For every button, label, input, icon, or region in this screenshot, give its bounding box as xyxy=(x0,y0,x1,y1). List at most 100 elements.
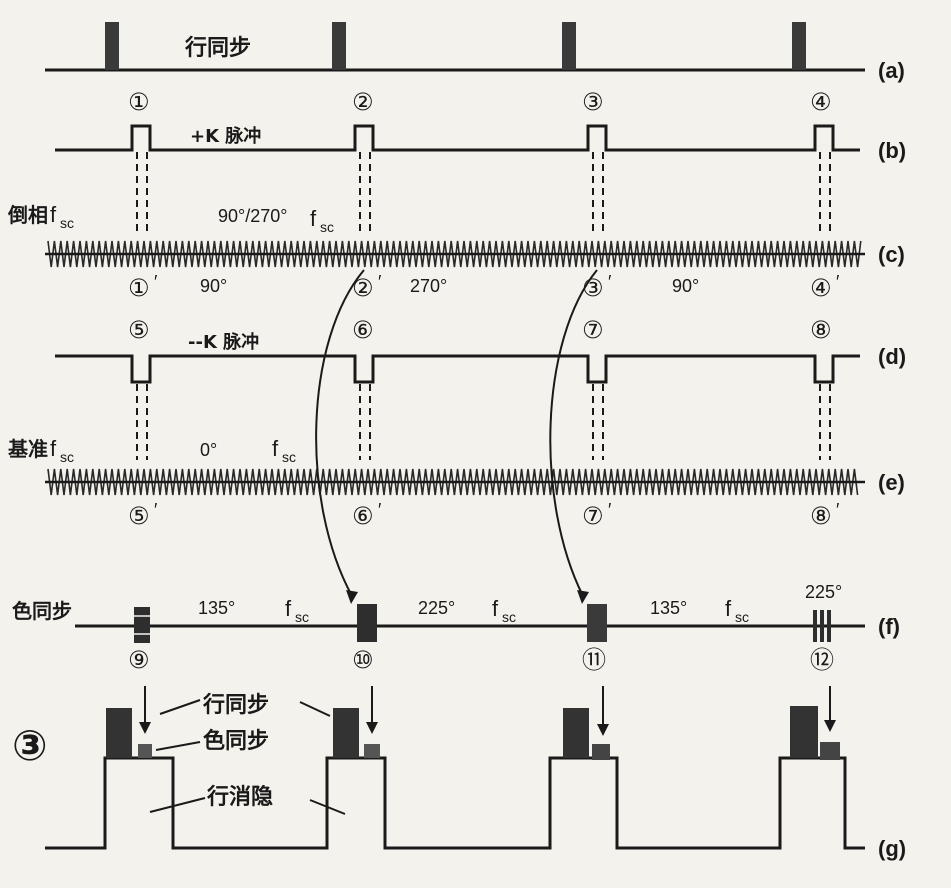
marker-c-1: ① xyxy=(128,274,150,302)
arrowhead-10 xyxy=(346,590,358,604)
marker-e-5: ⑤ xyxy=(128,502,150,530)
g-hsync-4 xyxy=(790,706,818,758)
callout-line-hsync-right xyxy=(299,701,331,717)
row-f-left-label: 色同步 xyxy=(12,599,72,623)
hsync-pulse-3 xyxy=(562,22,576,70)
row-c: 倒相 f sc 90°/270° f sc (c) ① ′ ② ′ ③ ′ ④ … xyxy=(7,202,905,302)
marker-f-10: ⑩ xyxy=(352,646,374,674)
waveform-d xyxy=(55,354,860,384)
arrow-2-to-10 xyxy=(315,269,365,597)
marker-d-5: ⑤ xyxy=(128,316,150,344)
phase-f-1-deg: 135° xyxy=(198,598,235,618)
marker-b-1: ① xyxy=(128,88,150,116)
row-d-tag: (d) xyxy=(878,344,906,369)
phase-f-3-deg: 135° xyxy=(650,598,687,618)
row-e-left-fsc-sub: sc xyxy=(60,449,74,465)
marker-e-7: ⑦ xyxy=(582,502,604,530)
blanking-waveform xyxy=(45,756,865,850)
callout-blank: 行消隐 xyxy=(206,784,273,810)
marker-c-2-prime: ′ xyxy=(378,272,382,292)
row-a: 行同步 (a) xyxy=(45,22,905,83)
burst-10 xyxy=(357,604,377,642)
row-c-top-f: f xyxy=(310,206,317,231)
burst-11 xyxy=(587,604,607,642)
row-e-left-label: 基准 xyxy=(8,437,48,461)
marker-f-11: ⑪ xyxy=(582,646,606,674)
burst-12 xyxy=(813,610,831,642)
hsync-pulse-4 xyxy=(792,22,806,70)
row-a-label: 行同步 xyxy=(184,35,251,61)
phase-f-1-sub: sc xyxy=(295,609,309,625)
g-hsync-1 xyxy=(106,708,132,758)
marker-d-8: ⑧ xyxy=(810,316,832,344)
row-c-top-deg: 90°/270° xyxy=(218,206,287,226)
callout-line-blank-left xyxy=(149,797,206,813)
phase-f-3-sub: sc xyxy=(735,609,749,625)
phase-f-1-f: f xyxy=(285,596,292,621)
callout-line-blank-right xyxy=(309,799,346,815)
marker-d-7: ⑦ xyxy=(582,316,604,344)
phase-f-3-f: f xyxy=(725,596,732,621)
marker-c-2: ② xyxy=(352,274,374,302)
callout-burst: 色同步 xyxy=(203,728,269,754)
row-c-tag: (c) xyxy=(878,242,905,267)
subcarrier-path xyxy=(47,240,862,268)
row-f-tag: (f) xyxy=(878,614,900,639)
g-burst-3 xyxy=(592,744,610,760)
row-c-left-fsc-sub: sc xyxy=(60,215,74,231)
row-c-left-fsc: f xyxy=(50,202,57,227)
arrowhead-11 xyxy=(577,590,589,604)
g-burst-2 xyxy=(364,744,380,758)
phase-c-3: 90° xyxy=(672,276,699,296)
row-e-tag: (e) xyxy=(878,470,905,495)
marker-b-3: ③ xyxy=(582,88,604,116)
phase-f-2-f: f xyxy=(492,596,499,621)
row-b-tag: (b) xyxy=(878,138,906,163)
g-hsync-3 xyxy=(563,708,589,758)
row-d-label: --K 脉冲 xyxy=(188,331,259,353)
row-c-top-f-sub: sc xyxy=(320,219,334,235)
row-e-left-fsc: f xyxy=(50,436,57,461)
marker-b-2: ② xyxy=(352,88,374,116)
g-burst-1 xyxy=(138,744,152,758)
row-f: 色同步 135° f sc 225° f sc 135° f sc 225° (… xyxy=(12,582,900,674)
row-g: ③ 行同步 色同步 行消隐 (g) xyxy=(12,692,906,861)
marker-e-8: ⑧ xyxy=(810,502,832,530)
marker-e-8-prime: ′ xyxy=(836,500,840,520)
row-c-left-label: 倒相 xyxy=(7,203,48,227)
subcarrier-wave-c xyxy=(47,240,862,268)
marker-d-6: ⑥ xyxy=(352,316,374,344)
marker-e-7-prime: ′ xyxy=(608,500,612,520)
row-e-f: f xyxy=(272,436,279,461)
figure-number: ③ xyxy=(12,721,48,770)
phase-c-1: 90° xyxy=(200,276,227,296)
row-b-label: +K 脉冲 xyxy=(190,125,261,147)
down-arrows-f-g xyxy=(144,686,831,728)
marker-f-9: ⑨ xyxy=(128,646,150,674)
marker-e-5-prime: ′ xyxy=(154,500,158,520)
row-e-deg: 0° xyxy=(200,440,217,460)
marker-c-3-prime: ′ xyxy=(608,272,612,292)
guides-d-e xyxy=(136,384,831,460)
row-a-tag: (a) xyxy=(878,58,905,83)
down-arrowheads xyxy=(139,720,836,736)
phase-f-2-sub: sc xyxy=(502,609,516,625)
marker-e-6: ⑥ xyxy=(352,502,374,530)
g-hsync-2 xyxy=(333,708,359,758)
g-burst-4 xyxy=(820,742,840,760)
marker-f-12: ⑫ xyxy=(810,646,834,674)
callout-line-hsync-left xyxy=(159,699,201,715)
phase-f-2-deg: 225° xyxy=(418,598,455,618)
phase-transfer-arrows xyxy=(315,269,598,597)
hsync-pulse-1 xyxy=(105,22,119,70)
callout-line-burst xyxy=(155,741,201,751)
marker-c-1-prime: ′ xyxy=(154,272,158,292)
marker-c-4: ④ xyxy=(810,274,832,302)
row-b: ① ② ③ ④ +K 脉冲 (b) xyxy=(55,88,906,163)
marker-b-4: ④ xyxy=(810,88,832,116)
row-g-tag: (g) xyxy=(878,836,906,861)
marker-c-4-prime: ′ xyxy=(836,272,840,292)
arrow-3-to-11 xyxy=(549,269,598,597)
